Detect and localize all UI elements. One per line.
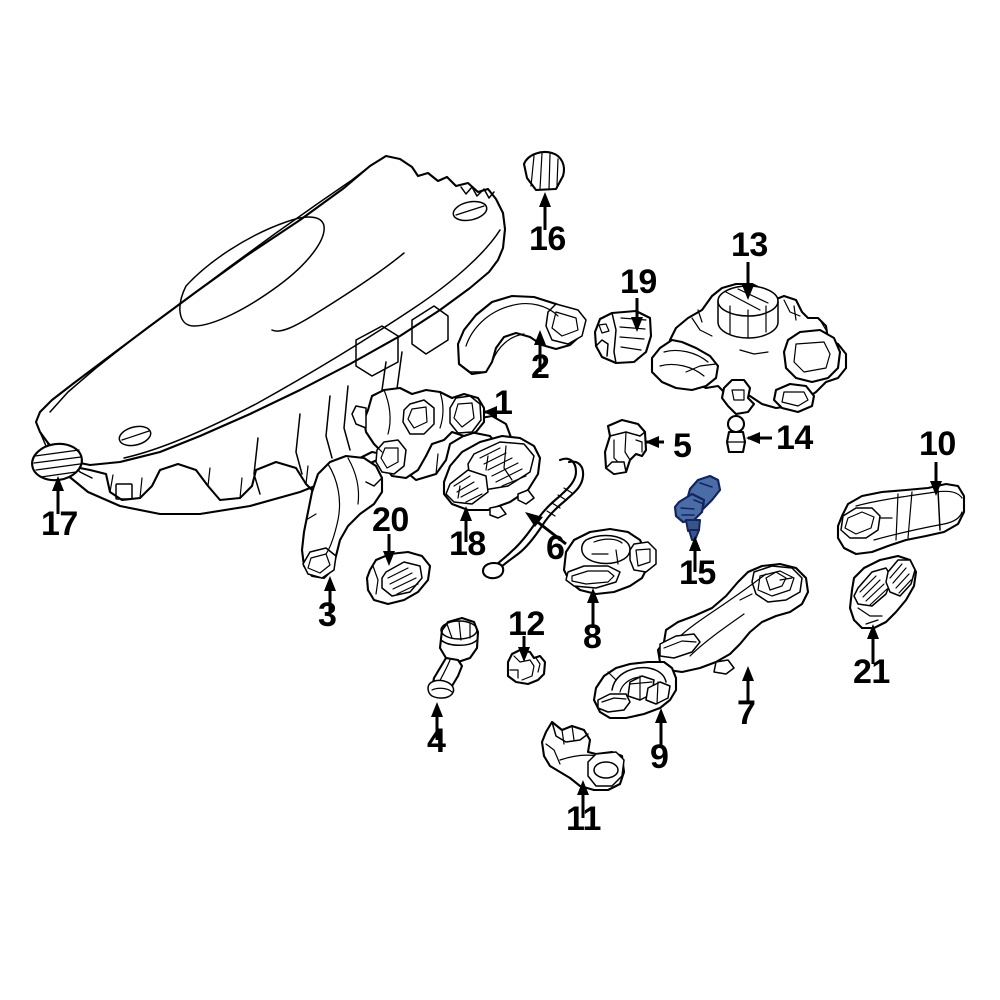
arrow-20: [383, 534, 395, 566]
part-4-shape: [427, 616, 480, 699]
part-18-shape: [442, 434, 542, 519]
callout-label-15[interactable]: 15: [679, 554, 716, 592]
callout-label-4[interactable]: 4: [427, 722, 446, 760]
part-20-shape: [365, 550, 432, 606]
arrow-11: [577, 780, 589, 818]
arrow-21: [867, 624, 879, 664]
callout-label-11[interactable]: 11: [566, 800, 601, 838]
part-7-shape: [656, 562, 810, 675]
arrow-16: [539, 192, 551, 230]
part-5-shape: [603, 418, 648, 476]
arrow-3: [324, 576, 336, 614]
part-10-shape: [836, 482, 966, 556]
arrow-13: [742, 262, 754, 300]
callout-label-21[interactable]: 21: [853, 653, 890, 691]
callout-label-8[interactable]: 8: [583, 618, 602, 656]
callout-label-10[interactable]: 10: [919, 425, 956, 463]
callout-label-1[interactable]: 1: [494, 384, 513, 422]
callout-label-20[interactable]: 20: [372, 501, 409, 539]
part-15-shape: [673, 474, 722, 541]
arrow-6: [525, 512, 567, 546]
part-21-shape: [848, 554, 918, 630]
part-9-shape: [592, 660, 678, 720]
part-1-shape: [351, 386, 486, 480]
arrow-4: [431, 702, 443, 740]
arrow-17: [52, 476, 64, 514]
callout-label-13[interactable]: 13: [731, 226, 768, 264]
callout-label-14[interactable]: 14: [776, 419, 813, 457]
callout-arrows: [52, 192, 942, 818]
callout-label-16[interactable]: 16: [529, 220, 566, 258]
callout-label-7[interactable]: 7: [737, 694, 756, 732]
callout-label-2[interactable]: 2: [531, 348, 550, 386]
arrow-1: [483, 406, 500, 418]
part-2-shape: [456, 294, 587, 376]
arrow-18: [460, 506, 472, 542]
callout-label-12[interactable]: 12: [508, 605, 545, 643]
part-6-shape: [481, 457, 585, 580]
part-8-shape: [562, 527, 657, 596]
arrow-10: [930, 462, 942, 496]
callout-label-19[interactable]: 19: [620, 263, 657, 301]
part-11-shape: [540, 720, 626, 792]
part-13-shape: [650, 282, 848, 416]
callout-label-3[interactable]: 3: [318, 596, 337, 634]
arrow-2: [534, 330, 546, 372]
arrow-9: [655, 708, 667, 748]
arrow-8: [587, 588, 599, 628]
callout-label-6[interactable]: 6: [546, 529, 565, 567]
arrow-19: [631, 298, 643, 332]
arrow-5: [645, 436, 664, 448]
arrow-12: [518, 636, 530, 662]
arrow-7: [742, 666, 754, 704]
callout-label-5[interactable]: 5: [673, 427, 692, 465]
callout-label-17[interactable]: 17: [41, 505, 78, 543]
part-3-shape: [300, 454, 384, 580]
arrow-14: [746, 432, 772, 444]
part-14-shape: [725, 414, 747, 454]
arrow-15: [689, 536, 701, 572]
part-16-shape: [522, 150, 566, 192]
part-19-shape: [593, 309, 653, 365]
callout-label-18[interactable]: 18: [449, 525, 486, 563]
part-instrument-panel: [34, 154, 514, 516]
callout-label-9[interactable]: 9: [650, 738, 669, 776]
